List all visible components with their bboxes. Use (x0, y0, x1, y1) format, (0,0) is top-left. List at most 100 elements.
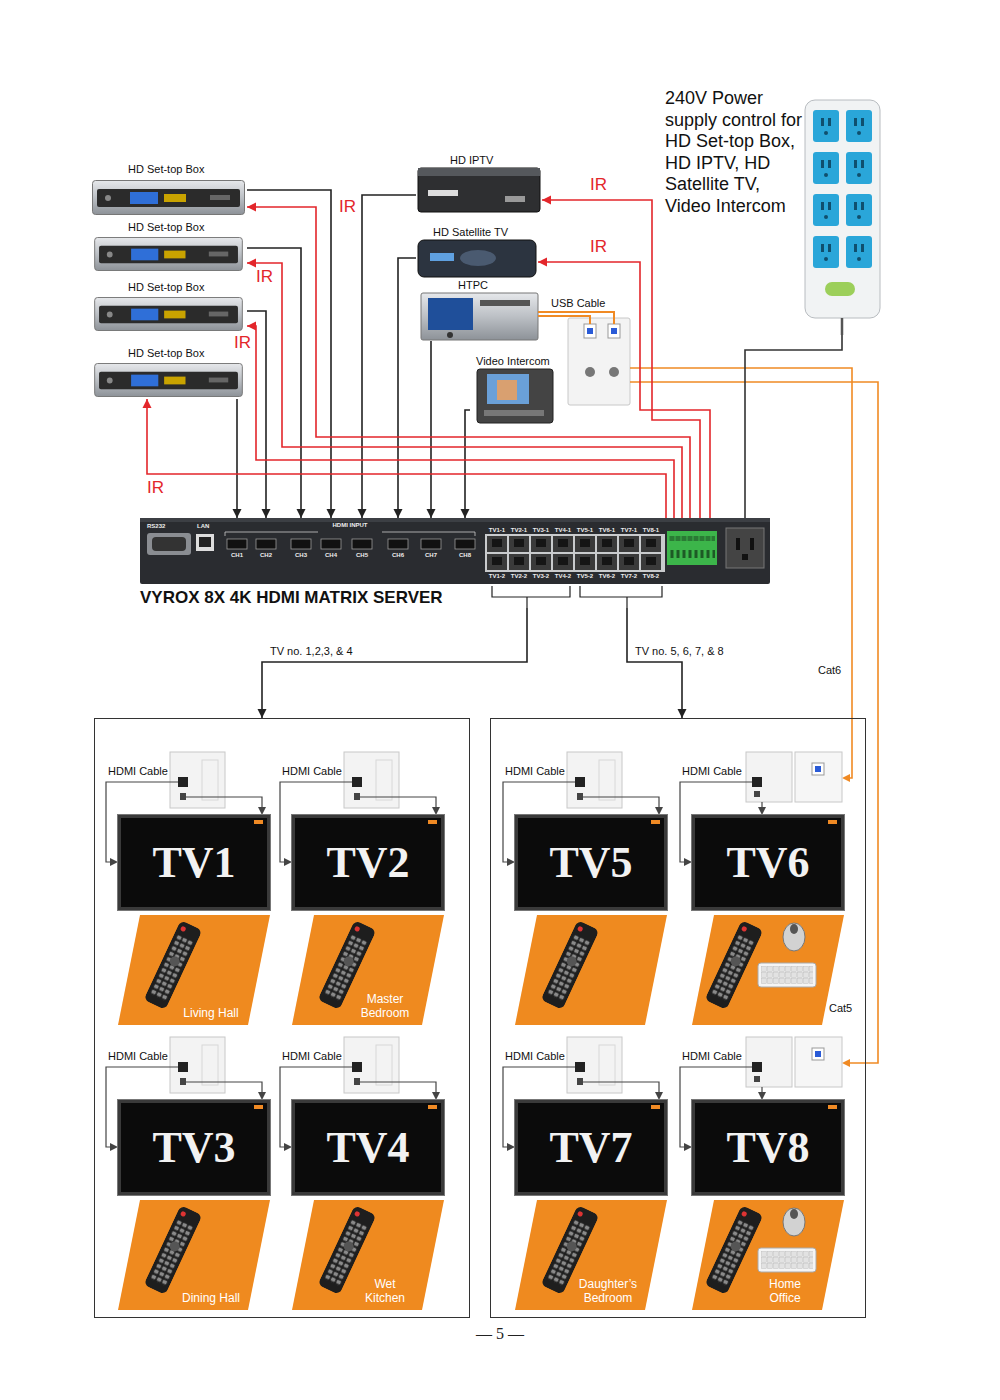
connector-line (247, 190, 331, 518)
cat-cable (630, 382, 878, 1063)
tv-name: TV2 (295, 841, 441, 885)
device-label: HTPC (458, 279, 488, 292)
port-label: HDMI INPUT (320, 522, 380, 528)
port-label: TV7-1 (617, 527, 641, 533)
tv-led (254, 1105, 263, 1109)
arrow-head (297, 509, 306, 518)
arrow-head (461, 509, 470, 518)
ir-label: IR (254, 268, 275, 286)
port-label: TV8-2 (639, 573, 663, 579)
port-label: CH3 (289, 552, 313, 558)
arrow-head (262, 509, 271, 518)
iptv-picture (418, 168, 540, 176)
ir-label: IR (337, 198, 358, 216)
arrow-head (258, 709, 267, 718)
arrow-head (233, 509, 242, 518)
matrix-server-body (147, 533, 191, 555)
intercom-picture (477, 369, 553, 423)
htpc-picture (428, 298, 473, 330)
usb-wall-plate (585, 367, 595, 377)
tv-name: TV4 (295, 1126, 441, 1170)
cable-label: HDMI Cable (682, 1050, 742, 1063)
ir-label: IR (145, 479, 166, 497)
tv-led (828, 820, 837, 824)
ir-connector (247, 203, 690, 519)
connector-line (236, 399, 238, 518)
power-strip-picture (805, 100, 880, 335)
port-label: TV2-2 (507, 573, 531, 579)
usb-cable (538, 316, 590, 324)
htpc-picture (421, 293, 538, 340)
matrix-server: VYROX 8X 4K HDMI MATRIX SERVERRS232LANHD… (140, 518, 770, 608)
cable-label: HDMI Cable (108, 1050, 168, 1063)
port-label: TV1-1 (485, 527, 509, 533)
tv-name: TV7 (518, 1126, 664, 1170)
device-box: HD Satellite TV (416, 226, 538, 278)
cable-label: Cat6 (818, 664, 841, 677)
arrow-head (542, 196, 551, 205)
device-label: HD Set-top Box (128, 347, 204, 360)
connector-line (745, 335, 842, 518)
matrix-server-body (225, 532, 475, 536)
cable-label: HDMI Cable (282, 765, 342, 778)
port-label: TV5-1 (573, 527, 597, 533)
matrix-server-body (291, 539, 311, 549)
set-top-box-picture (95, 363, 243, 396)
cable-connector (233, 399, 242, 518)
usb-cable (538, 312, 614, 324)
usb-wall-plate (609, 367, 619, 377)
tv-led (651, 1105, 660, 1109)
satellite-picture (460, 250, 496, 266)
mat-illustration (292, 1200, 444, 1310)
arrow-head (247, 322, 256, 331)
arrow-head (678, 709, 687, 718)
tv-screen: TV7 (515, 1100, 667, 1195)
arrow-head (143, 399, 152, 408)
ir-label: IR (588, 238, 609, 256)
device-label: HD Satellite TV (433, 226, 508, 239)
power-strip-picture (841, 318, 844, 335)
power-note: 240V Power supply control for HD Set-top… (665, 88, 803, 218)
usb-cable (538, 312, 614, 324)
connector-line (362, 195, 416, 518)
power-strip-picture (813, 110, 872, 268)
matrix-server-body (421, 539, 441, 549)
usb-wall-plate (568, 318, 630, 405)
matrix-server-body (455, 539, 475, 549)
htpc-picture (421, 293, 538, 340)
port-label: TV4-2 (551, 573, 575, 579)
satellite-picture (430, 253, 454, 261)
matrix-server-body (485, 534, 665, 572)
cable-connector (745, 335, 842, 518)
matrix-server-body (669, 534, 715, 562)
cable-connector (461, 410, 471, 518)
connector-line (262, 608, 527, 718)
room-group: TV1Living HallTV2Master BedroomTV3Dining… (94, 718, 470, 1318)
tv-name: TV8 (695, 1126, 841, 1170)
port-label: TV8-1 (639, 527, 663, 533)
mat-illustration (118, 915, 270, 1025)
tv-screen: TV1 (118, 815, 270, 910)
remote-mat: Wet Kitchen (292, 1200, 444, 1310)
device-box: HD IPTV (416, 154, 542, 214)
arrow-head (394, 509, 403, 518)
intercom-picture (477, 369, 553, 423)
intercom-picture (484, 410, 544, 416)
room-name: Daughter’s Bedroom (577, 1278, 639, 1306)
matrix-server-body (196, 534, 214, 551)
tv-led (651, 820, 660, 824)
port-label: CH2 (254, 552, 278, 558)
matrix-server-body (388, 539, 408, 549)
power-strip-picture (825, 282, 855, 296)
ir-connector (247, 322, 674, 519)
iptv-picture (428, 190, 458, 196)
remote-mat (692, 915, 844, 1025)
remote-mat: Home Office (692, 1200, 844, 1310)
usb-wall-plate (608, 324, 620, 338)
port-label: RS232 (147, 523, 165, 529)
usb-wall-plate (584, 324, 596, 338)
port-label: CH4 (319, 552, 343, 558)
connector-line (247, 326, 674, 518)
matrix-server-body (140, 518, 770, 608)
matrix-server-body (321, 539, 341, 549)
